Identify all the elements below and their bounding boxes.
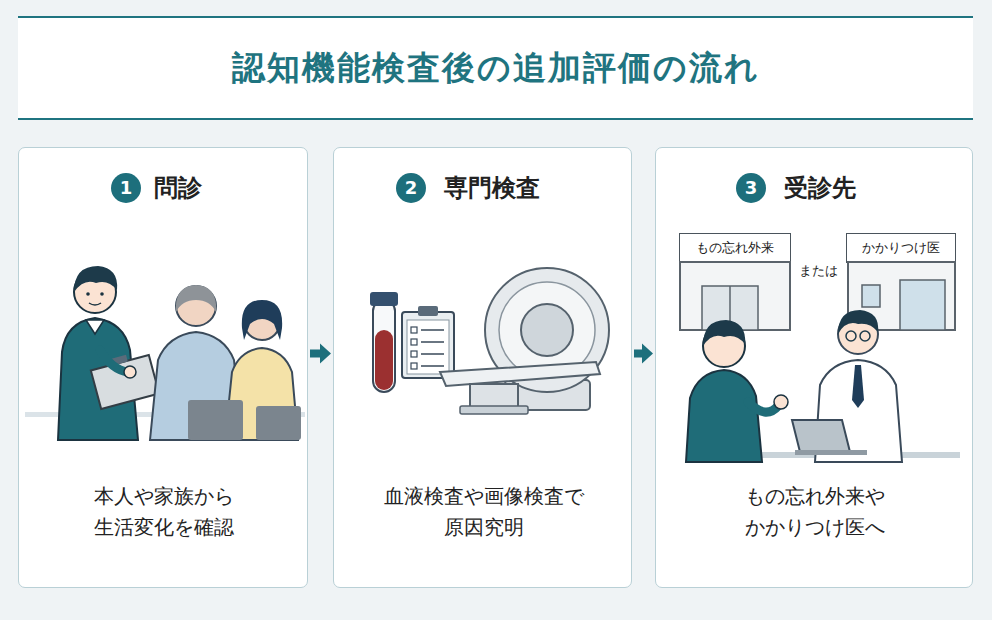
exam-illustration-shape: [421, 330, 444, 366]
title-text: 認知機能検査後の追加評価の流れ: [18, 18, 973, 118]
step-number-text: 1: [120, 179, 133, 197]
clinic-sign: もの忘れ外来: [679, 233, 791, 263]
sign-text: かかりつけ医: [862, 241, 940, 255]
exam-illustration-shape: [411, 339, 417, 345]
step-heading: 受診先: [784, 173, 856, 203]
exam-illustration-shape: [411, 327, 417, 333]
consultation-illustration-shape: [703, 320, 745, 346]
step-number-text: 2: [405, 179, 418, 197]
interview-illustration: [25, 266, 305, 440]
step-number: 1: [111, 173, 141, 203]
consultation-illustration-shape: [846, 331, 856, 341]
step-description: 血液検査や画像検査で 原因究明: [378, 481, 590, 543]
interview-illustration-shape: [74, 266, 117, 292]
exam-illustration-shape: [470, 384, 518, 408]
step-description: 本人や家族から 生活変化を確認: [86, 481, 242, 543]
consultation-illustration-shape: [795, 450, 867, 455]
consultation-illustration-shape: [815, 360, 902, 462]
consultation-illustration-shape: [748, 402, 778, 412]
consultation-illustration-shape: [900, 280, 945, 330]
interview-illustration-shape: [176, 285, 216, 312]
step-description: もの忘れ外来や かかりつけ医へ: [737, 481, 893, 543]
exam-illustration: [370, 268, 609, 414]
consultation-illustration-shape: [760, 452, 960, 458]
exam-illustration-shape: [418, 306, 438, 316]
exam-illustration-shape: [460, 406, 528, 414]
title-band: 認知機能検査後の追加評価の流れ: [18, 16, 973, 120]
step-panel: 専門検査血液検査や画像検査で 原因究明 2: [333, 147, 632, 588]
interview-illustration-shape: [188, 400, 243, 440]
consultation-illustration-shape: [862, 285, 880, 307]
interview-illustration-shape: [256, 406, 301, 440]
exam-illustration-shape: [411, 363, 417, 369]
consultation-illustration-shape: [860, 331, 870, 341]
connector-word: または: [793, 262, 843, 280]
interview-illustration-shape: [25, 412, 305, 417]
exam-illustration-shape: [402, 312, 454, 378]
exam-illustration-shape: [499, 282, 595, 378]
step-number: 2: [396, 173, 426, 203]
step-heading: 専門検査: [444, 173, 540, 203]
consultation-illustration-shape: [838, 314, 878, 354]
interview-illustration-shape: [225, 348, 298, 440]
consultation-illustration-shape: [838, 310, 878, 334]
interview-illustration-shape: [86, 292, 90, 296]
interview-illustration-shape: [74, 271, 116, 313]
step-number-text: 3: [745, 179, 758, 197]
step-panel: 受診先もの忘れ外来や かかりつけ医へ 3 もの忘れ外来 かかりつけ医: [655, 147, 973, 588]
interview-illustration-shape: [89, 303, 101, 305]
step-number: 3: [736, 173, 766, 203]
consultation-illustration: [680, 262, 960, 462]
interview-illustration-shape: [176, 286, 216, 326]
interview-illustration-shape: [150, 332, 242, 440]
consultation-illustration-shape: [848, 262, 955, 330]
consultation-illustration-shape: [686, 370, 762, 462]
step-heading: 問診: [154, 173, 202, 203]
consultation-illustration-shape: [702, 286, 758, 330]
exam-illustration-shape: [373, 300, 395, 392]
clinic-sign: かかりつけ医: [846, 233, 956, 263]
exam-illustration-shape: [505, 380, 590, 410]
interview-illustration-shape: [109, 355, 128, 366]
exam-illustration-shape: [370, 292, 398, 306]
exam-illustration-shape: [485, 268, 609, 392]
exam-illustration-shape: [521, 304, 573, 356]
exam-illustration-shape: [440, 362, 600, 386]
interview-illustration-shape: [58, 318, 138, 440]
consultation-illustration-shape: [703, 325, 745, 367]
interview-illustration-shape: [86, 320, 104, 334]
interview-illustration-shape: [100, 292, 104, 296]
consultation-illustration-shape: [792, 420, 850, 452]
consultation-illustration-shape: [774, 395, 788, 409]
step-panel: 問診本人や家族から 生活変化を確認 1: [18, 147, 308, 588]
interview-illustration-shape: [124, 366, 136, 378]
consultation-illustration-shape: [852, 365, 864, 408]
interview-illustration-shape: [100, 350, 128, 372]
exam-illustration-shape: [375, 330, 393, 390]
interview-illustration-shape: [244, 304, 280, 340]
consultation-illustration-shape: [680, 262, 790, 330]
consultation-illustration-shape: [729, 286, 731, 330]
exam-illustration-shape: [407, 320, 449, 374]
sign-text: もの忘れ外来: [696, 241, 774, 255]
exam-illustration-shape: [411, 351, 417, 357]
interview-illustration-shape: [242, 300, 282, 340]
interview-illustration-shape: [91, 355, 159, 409]
flow-arrow: [310, 343, 331, 363]
flow-arrow: [634, 343, 653, 363]
